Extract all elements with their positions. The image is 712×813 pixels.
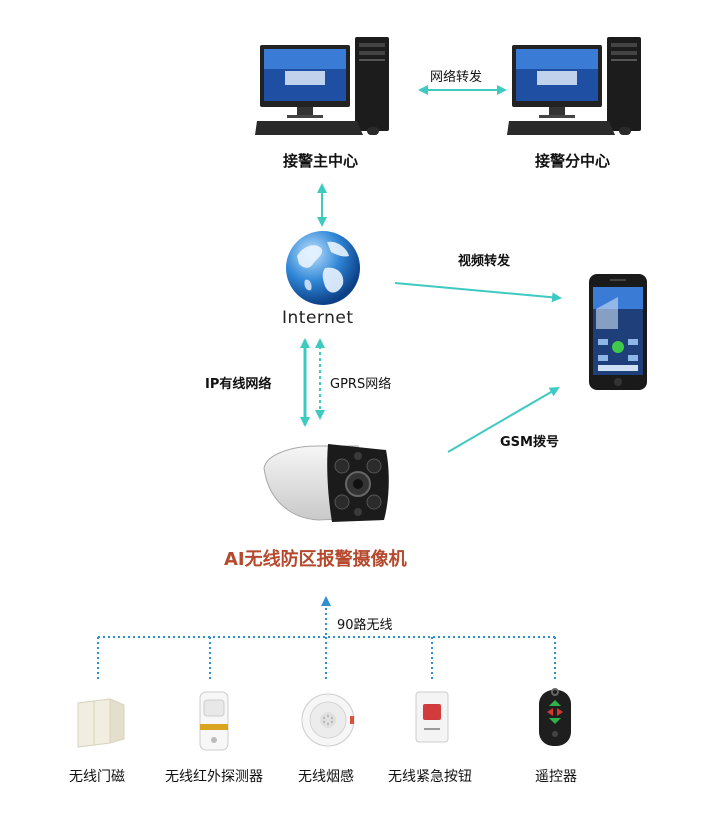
main-center-computer-icon — [255, 37, 389, 135]
forward-label: 网络转发 — [430, 70, 483, 85]
branch-center-computer-icon — [507, 37, 641, 135]
main-center-label: 接警主中心 — [283, 152, 359, 170]
emergency-button-icon — [415, 691, 449, 743]
gprs-network-label: GPRS网络 — [330, 377, 392, 392]
ip-network-label: IP有线网络 — [205, 377, 272, 392]
smartphone-icon — [589, 274, 647, 390]
gsm-arrow — [447, 386, 560, 453]
device-label-emergency-button: 无线紧急按钮 — [388, 769, 472, 785]
device-label-remote-control: 遥控器 — [535, 769, 577, 785]
branch-center-label: 接警分中心 — [535, 152, 611, 170]
smoke-detector-icon — [301, 693, 355, 747]
wireless-label: 90路无线 — [337, 618, 393, 633]
globe-icon — [286, 231, 360, 305]
gsm-label: GSM拨号 — [500, 435, 559, 450]
video-arrow — [394, 282, 562, 303]
device-label-door-sensor: 无线门磁 — [69, 769, 125, 785]
remote-control-icon — [539, 688, 571, 746]
device-label-smoke-detector: 无线烟感 — [298, 769, 354, 785]
internet-label: Internet — [282, 308, 354, 328]
video-forward-label: 视频转发 — [458, 254, 511, 269]
camera-title: AI无线防区报警摄像机 — [224, 549, 407, 570]
device-label-infrared-detector: 无线红外探测器 — [165, 769, 263, 785]
door-sensor-icon — [77, 698, 125, 748]
infrared-detector-icon — [199, 691, 229, 751]
security-camera-icon — [263, 444, 389, 522]
